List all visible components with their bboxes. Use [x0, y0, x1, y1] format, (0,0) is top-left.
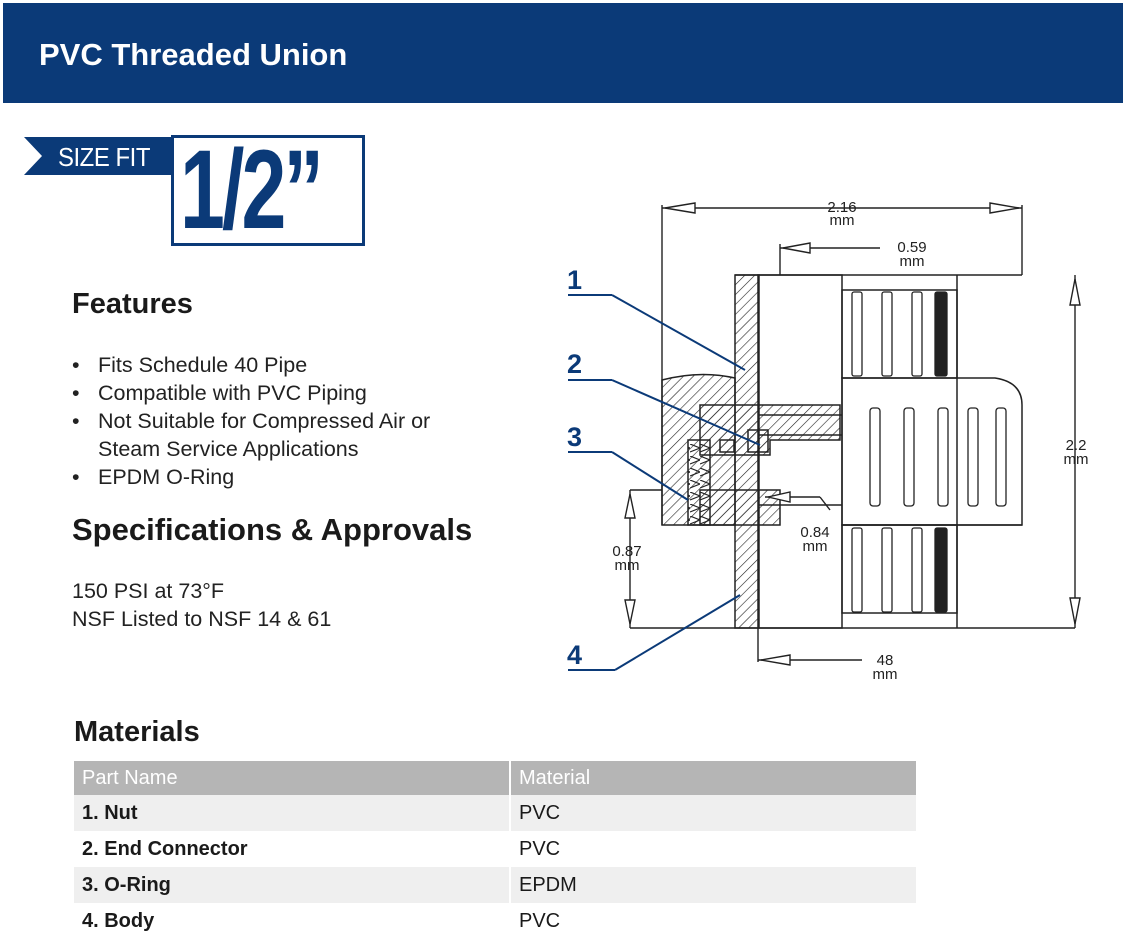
- material-value: PVC: [509, 795, 916, 831]
- part-name: 4. Body: [82, 909, 155, 932]
- features-list: •Fits Schedule 40 Pipe •Compatible with …: [72, 351, 518, 491]
- header-banner: PVC Threaded Union: [3, 3, 1123, 103]
- table-row: 3. O-Ring EPDM: [74, 867, 916, 903]
- feature-item: •Fits Schedule 40 Pipe: [72, 353, 308, 377]
- table-row: 2. End Connector PVC: [74, 831, 916, 867]
- feature-item: •EPDM O-Ring: [72, 465, 235, 489]
- feature-item: •Not Suitable for Compressed Air or: [72, 409, 431, 433]
- dim-unit: mm: [830, 212, 855, 229]
- callout-2: 2: [567, 349, 582, 379]
- bullet-icon: •: [72, 409, 80, 433]
- page-title: PVC Threaded Union: [39, 37, 348, 72]
- feature-item: •Compatible with PVC Piping: [72, 381, 367, 405]
- feature-item-continuation: Steam Service Applications: [98, 437, 359, 461]
- dim-overall-width: 2.16: [827, 199, 856, 216]
- spec-nsf: NSF Listed to NSF 14 & 61: [72, 607, 332, 631]
- callout-3: 3: [567, 422, 582, 452]
- dim-body: 48: [877, 652, 894, 669]
- material-value: PVC: [509, 831, 916, 867]
- dim-socket: 0.87: [612, 543, 641, 560]
- column-header-part: Part Name: [74, 761, 510, 795]
- part-name: 2. End Connector: [82, 837, 248, 860]
- table-row: 4. Body PVC: [74, 903, 916, 939]
- bullet-icon: •: [72, 381, 80, 405]
- size-fit-tag: [24, 137, 174, 175]
- dim-unit: mm: [615, 557, 640, 574]
- material-value: EPDM: [509, 867, 916, 903]
- size-fit-value: 1/2”: [180, 127, 324, 252]
- size-fit-label: SIZE FIT: [58, 142, 150, 172]
- callout-4: 4: [567, 640, 582, 670]
- callout-1: 1: [567, 265, 582, 295]
- part-name: 3. O-Ring: [74, 867, 510, 903]
- dim-offset: 0.84: [800, 524, 829, 541]
- size-fit-box: [171, 135, 365, 246]
- dim-unit: mm: [873, 666, 898, 683]
- materials-heading: Materials: [74, 716, 200, 748]
- materials-table: Part Name Material 1. Nut PVC 2. End Con…: [74, 761, 916, 939]
- spec-pressure: 150 PSI at 73°F: [72, 579, 225, 603]
- table-header-row: Part Name Material: [74, 761, 916, 795]
- bullet-icon: •: [72, 353, 80, 377]
- bullet-icon: •: [72, 465, 80, 489]
- dim-unit: mm: [900, 253, 925, 270]
- union-cross-section-diagram: 1 2 3 4 2.16 mm 0.59 mm 2.2 mm 0.84 mm 0…: [567, 199, 1089, 683]
- dim-unit: mm: [803, 538, 828, 555]
- material-value: PVC: [509, 903, 916, 939]
- column-header-material: Material: [509, 761, 916, 795]
- specs-heading: Specifications & Approvals: [72, 512, 473, 547]
- part-name: 1. Nut: [74, 795, 510, 831]
- dim-unit: mm: [1064, 451, 1089, 468]
- dim-height: 2.2: [1066, 437, 1087, 454]
- features-heading: Features: [72, 288, 193, 320]
- table-row: 1. Nut PVC: [74, 795, 916, 831]
- dim-end-connector: 0.59: [897, 239, 926, 256]
